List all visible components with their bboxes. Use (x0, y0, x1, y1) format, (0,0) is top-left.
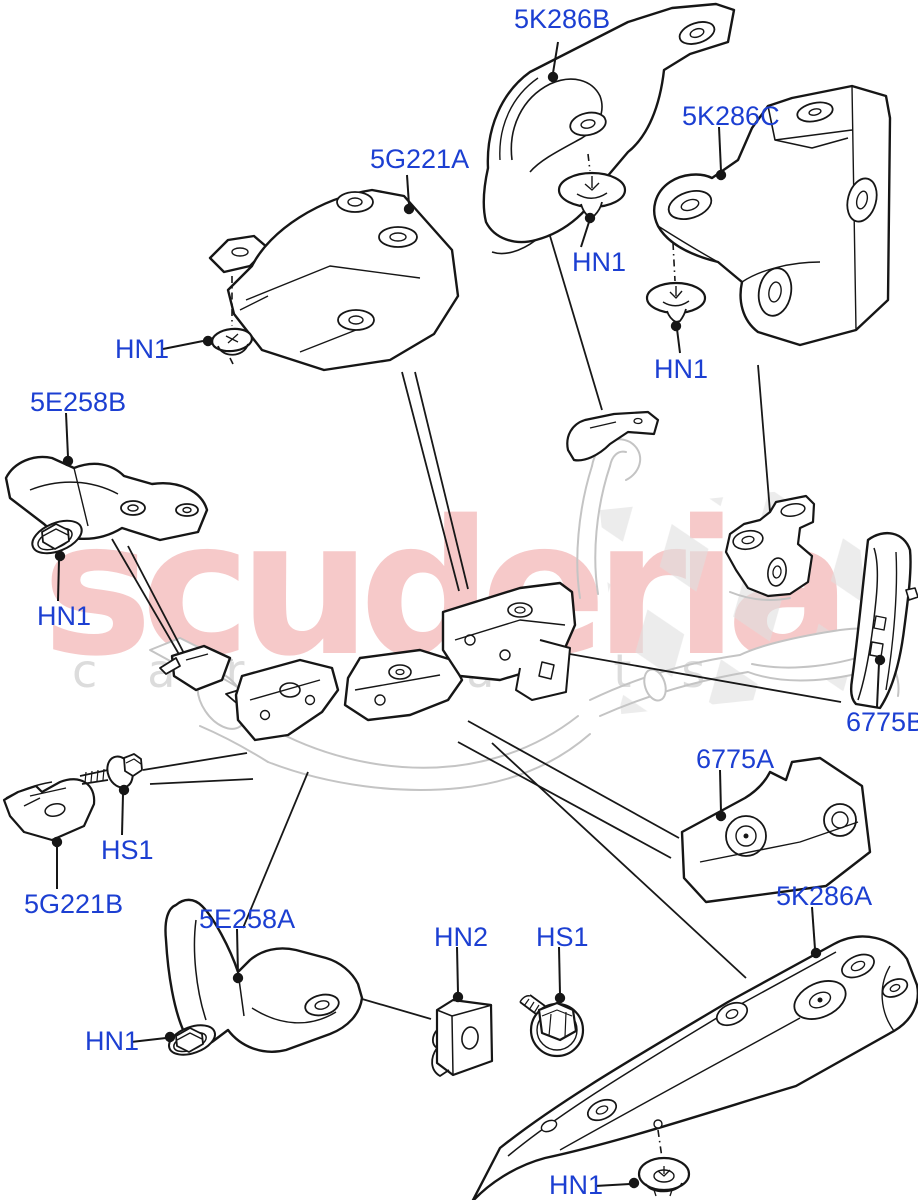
part-drawing-small-bracket (566, 410, 660, 462)
part-label-hn1-top[interactable]: HN1 (572, 247, 627, 277)
part-label-5G221A[interactable]: 5G221A (370, 144, 470, 174)
part-label-hs1-left[interactable]: HS1 (101, 835, 154, 865)
part-label-5E258A[interactable]: 5E258A (199, 904, 296, 934)
assembly-dash-lines (231, 153, 676, 1159)
part-label-hs1-bottom[interactable]: HS1 (536, 922, 589, 952)
part-label-5K286C[interactable]: 5K286C (682, 101, 780, 131)
part-label-5E258B[interactable]: 5E258B (30, 387, 127, 417)
part-drawing-6775A (680, 756, 872, 904)
part-drawing-center-heat-shields (159, 581, 577, 742)
part-label-hn1-5e258b[interactable]: HN1 (37, 601, 92, 631)
part-drawing-5G221A (208, 188, 460, 372)
part-label-5K286A[interactable]: 5K286A (776, 881, 873, 911)
fastener-drawing-hn1-5g221a (210, 327, 254, 365)
fastener-drawing-hs1-bottom (519, 994, 585, 1058)
part-drawing-5K286C (653, 84, 892, 347)
part-label-hn1-5k286c[interactable]: HN1 (654, 354, 709, 384)
fastener-drawing-hn1-5k286c (645, 281, 707, 323)
part-drawing-5E258A (164, 898, 364, 1053)
fastener-drawing-hn1-5k286a (637, 1156, 691, 1197)
part-label-5K286B[interactable]: 5K286B (514, 4, 611, 34)
fastener-drawing-hn1-top (557, 171, 627, 218)
part-label-5G221B[interactable]: 5G221B (24, 889, 124, 919)
part-label-6775A[interactable]: 6775A (696, 744, 775, 774)
fastener-drawing-hn2-clip (431, 998, 494, 1077)
part-label-hn1-5k286a[interactable]: HN1 (549, 1170, 604, 1200)
pointer-lines (111, 178, 842, 1020)
part-drawing-5K286B (482, 2, 736, 255)
part-drawing-5G221B (2, 778, 96, 842)
part-drawing-5K286A (471, 935, 918, 1200)
part-label-6775B[interactable]: 6775B (846, 707, 918, 737)
part-drawing-right-bracket (724, 494, 816, 598)
part-drawing-5E258B (4, 455, 209, 542)
fastener-drawing-hn1-nut-5e258a (168, 1024, 216, 1056)
part-label-hn2[interactable]: HN2 (434, 922, 489, 952)
fastener-drawing-hs1-left (79, 753, 143, 789)
leader-lines (51, 41, 886, 1189)
part-label-hn1-5e258a[interactable]: HN1 (85, 1026, 140, 1056)
part-drawing-6775B (850, 531, 918, 710)
fastener-drawing-hn1-nut-5e258b (31, 519, 83, 555)
part-label-hn1-5g221a[interactable]: HN1 (115, 334, 170, 364)
